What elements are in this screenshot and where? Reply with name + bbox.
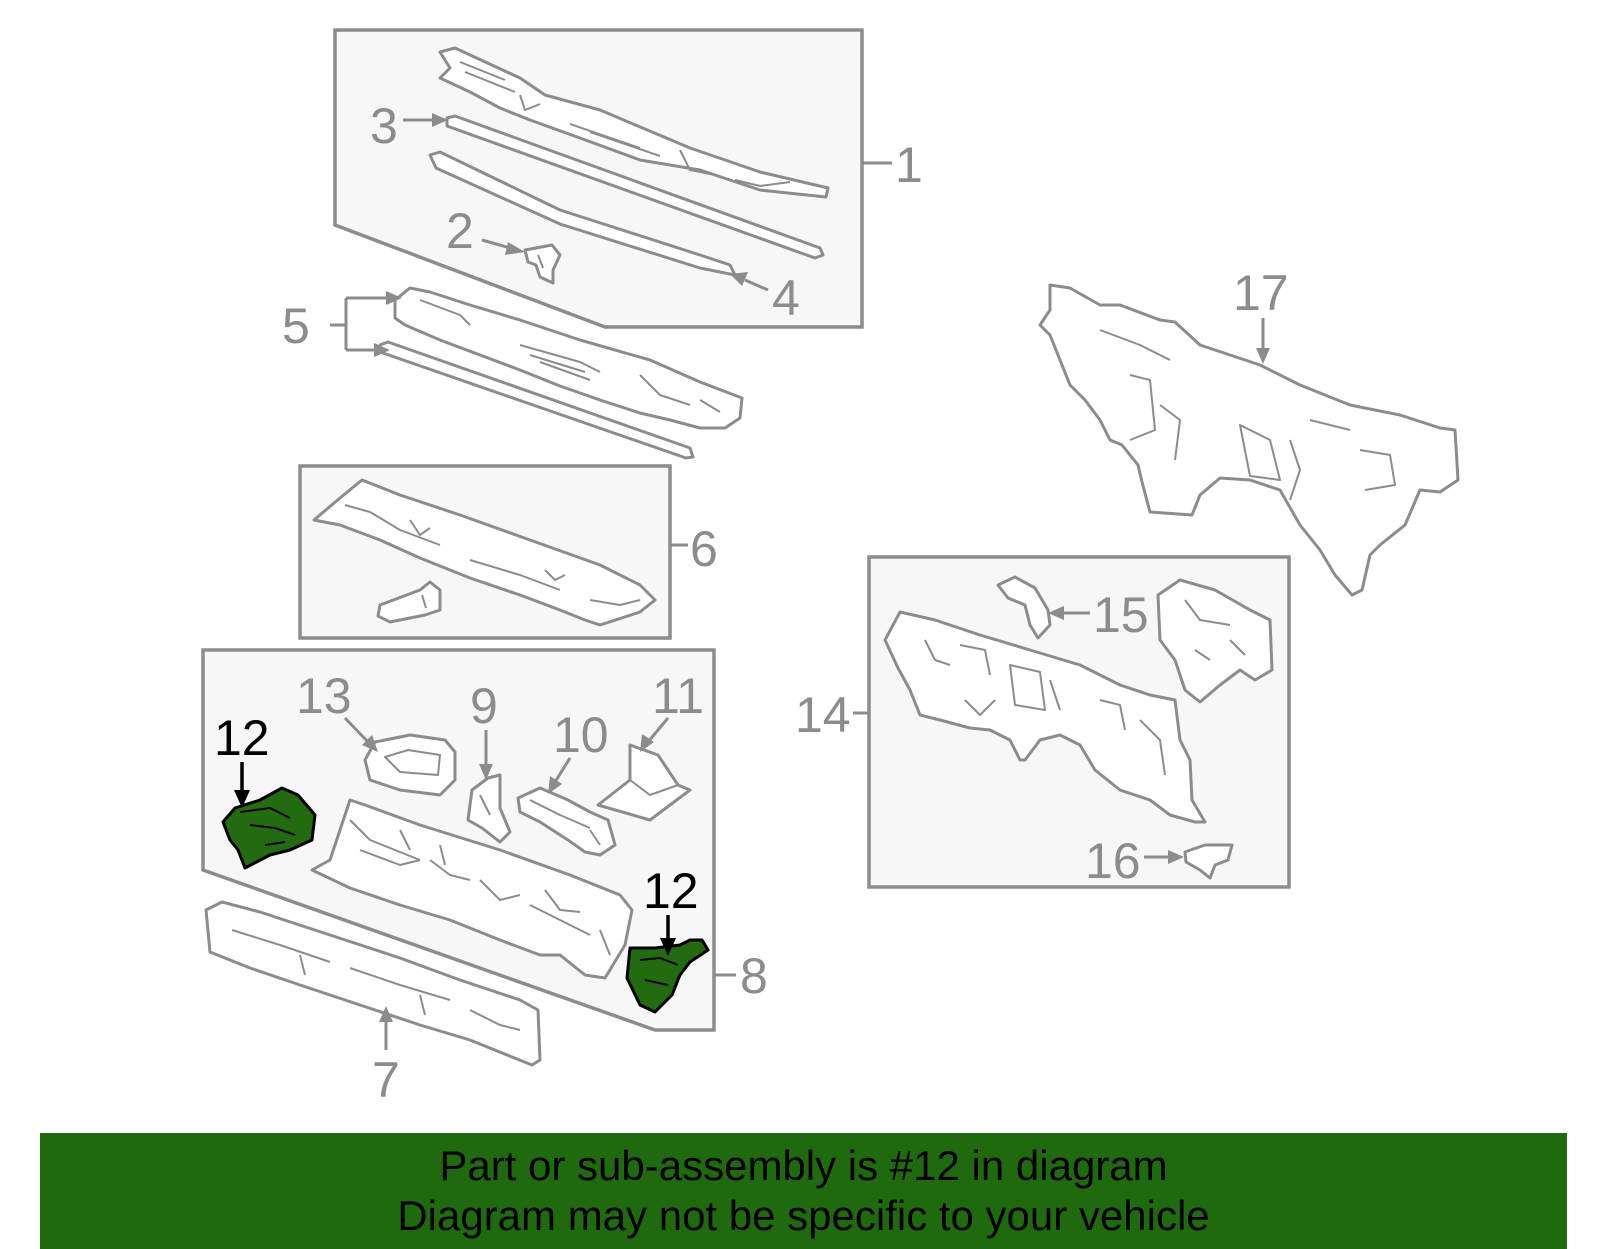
part-8-dash-panel[interactable]: [310, 798, 634, 980]
part-2-clip[interactable]: [523, 243, 562, 285]
banner-line-disclaimer: Diagram may not be specific to your vehi…: [397, 1192, 1210, 1239]
callout-7: 7: [372, 1052, 400, 1108]
info-banner: Part or sub-assembly is #12 in diagram D…: [40, 1133, 1567, 1249]
part-11-bracket[interactable]: [596, 743, 692, 822]
leader-5: [330, 291, 402, 357]
part-14-dash-panel[interactable]: [883, 610, 1207, 824]
leader-11: [640, 717, 670, 752]
leader-4: [730, 272, 769, 292]
part-1-cowl-grille[interactable]: [438, 46, 830, 199]
callout-6: 6: [690, 521, 718, 577]
part-13-grommet-plate[interactable]: [363, 733, 457, 797]
callout-16: 16: [1085, 833, 1141, 889]
part-7-cross-member[interactable]: [204, 900, 542, 1067]
callout-11: 11: [652, 668, 704, 724]
leader-17: [1256, 318, 1270, 364]
part-16-clip[interactable]: [1183, 843, 1234, 880]
callout-9: 9: [470, 678, 498, 734]
leader-15: [1048, 606, 1090, 620]
leader-7: [379, 1006, 393, 1050]
callout-13: 13: [296, 668, 352, 724]
leader-10: [548, 757, 572, 794]
leader-13: [343, 716, 378, 752]
leader-12-left: [234, 762, 250, 808]
leader-16: [1144, 850, 1184, 864]
leader-3: [403, 113, 448, 127]
callout-4: 4: [772, 270, 800, 326]
callout-12-right: 12: [643, 863, 699, 919]
part-5-cowl-panel[interactable]: [393, 286, 744, 430]
part-12-left-highlighted[interactable]: [221, 786, 317, 870]
callout-14: 14: [795, 687, 851, 743]
banner-line-part-number: Part or sub-assembly is #12 in diagram: [439, 1142, 1168, 1189]
part-3-upper-seal[interactable]: [445, 114, 825, 260]
part-10-reinforcement[interactable]: [516, 786, 617, 857]
part-9-bracket[interactable]: [466, 773, 512, 844]
part-12-right-highlighted[interactable]: [625, 938, 710, 1014]
callout-17: 17: [1233, 265, 1289, 321]
leader-9: [479, 730, 493, 780]
callout-1: 1: [895, 137, 923, 193]
callout-5: 5: [282, 298, 310, 354]
callout-15: 15: [1093, 587, 1149, 643]
callout-2: 2: [446, 203, 474, 259]
part-6-cowl-panel[interactable]: [312, 478, 657, 627]
part-4-lower-seal[interactable]: [428, 150, 737, 277]
callout-10: 10: [553, 707, 609, 763]
part-15-bracket[interactable]: [996, 575, 1052, 640]
leader-12-right: [660, 915, 676, 956]
callout-12-left: 12: [214, 710, 270, 766]
part-6-bracket[interactable]: [376, 580, 442, 624]
leader-2: [481, 238, 525, 255]
callout-8: 8: [740, 948, 768, 1004]
callout-3: 3: [370, 98, 398, 154]
info-banner-background: [40, 1133, 1567, 1249]
part-17-dash-panel[interactable]: [1038, 283, 1460, 597]
part-14-insulator[interactable]: [1156, 578, 1274, 704]
